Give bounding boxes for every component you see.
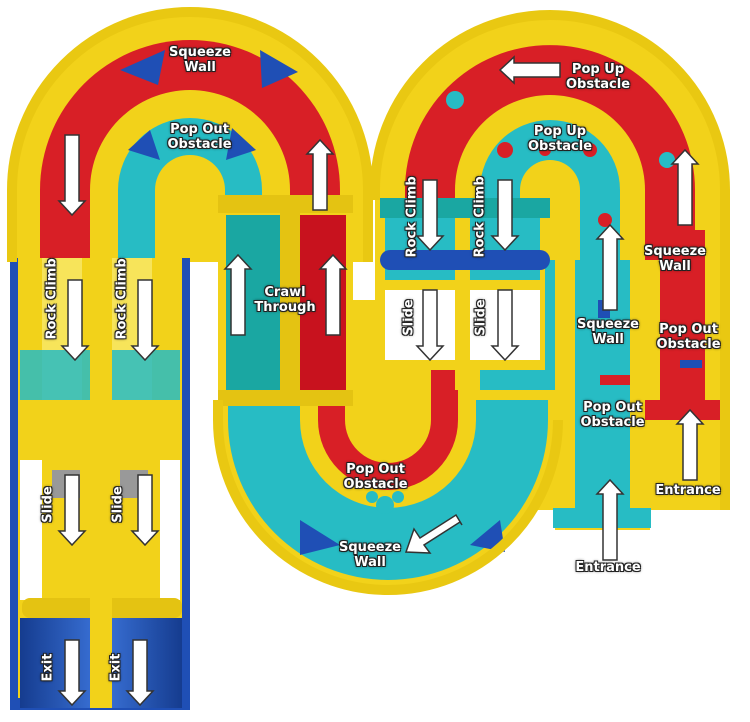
- arrows: [57, 55, 705, 707]
- arrow-up-crawl-1: [223, 253, 253, 336]
- label-pop-out-obstacle-bottom: Pop Out Obstacle: [343, 462, 408, 492]
- label-pop-out-obstacle-top: Pop Out Obstacle: [167, 122, 232, 152]
- label-slide-2: Slide: [110, 486, 126, 523]
- bottom-u: [218, 300, 558, 590]
- arrow-up-center-top: [305, 138, 335, 211]
- label-squeeze-wall-mid: Squeeze Wall: [577, 317, 639, 347]
- arrow-up-entrance-2: [595, 478, 625, 561]
- label-pop-out-obstacle-right: Pop Out Obstacle: [656, 322, 721, 352]
- arrow-up-entrance-1: [675, 408, 705, 481]
- label-rock-climb-2: Rock Climb: [114, 258, 130, 340]
- label-entrance-1: Entrance: [655, 483, 721, 498]
- tube-borders: [6, 7, 730, 595]
- arrow-up-squeeze-mid: [595, 223, 625, 311]
- center-climb-block: [375, 198, 550, 370]
- arrow-down-slide-1: [57, 474, 87, 547]
- label-squeeze-wall-right: Squeeze Wall: [644, 244, 706, 274]
- label-rock-climb-1: Rock Climb: [44, 258, 60, 340]
- arrow-up-squeeze-right: [670, 148, 700, 226]
- label-exit-1: Exit: [40, 653, 56, 682]
- label-exit-2: Exit: [108, 653, 124, 682]
- label-pop-up-obstacle-top: Pop Up Obstacle: [565, 62, 631, 92]
- label-squeeze-wall-bottom: Squeeze Wall: [339, 540, 401, 570]
- arrow-down-rock-climb-4: [490, 179, 520, 252]
- label-slide-1: Slide: [40, 486, 56, 523]
- label-pop-out-obstacle-mid: Pop Out Obstacle: [580, 400, 645, 430]
- arrow-down-rock-climb-2: [130, 279, 160, 362]
- arrow-down-slide-4: [490, 289, 520, 362]
- arrow-down-rock-climb-3: [415, 179, 445, 252]
- label-slide-4: Slide: [473, 299, 489, 336]
- label-entrance-2: Entrance: [575, 560, 641, 575]
- label-pop-up-obstacle-inner: Pop Up Obstacle: [527, 124, 593, 154]
- arrow-up-crawl-2: [318, 253, 348, 336]
- arrow-down-exit-1: [57, 639, 87, 707]
- arrow-down-rock-climb-1: [60, 279, 90, 362]
- arrow-left-pop-up-top: [498, 55, 561, 85]
- arrow-down-slide-3: [415, 289, 445, 362]
- label-squeeze-wall-top: Squeeze Wall: [169, 45, 231, 75]
- label-rock-climb-4: Rock Climb: [472, 176, 488, 258]
- arrow-down-slide-2: [130, 474, 160, 547]
- label-crawl-through: Crawl Through: [254, 285, 316, 315]
- arrow-diagonal-squeeze-bottom: [404, 513, 463, 554]
- arrow-down-left-top: [57, 134, 87, 217]
- left-exit-block: [10, 258, 190, 710]
- label-slide-3: Slide: [401, 299, 417, 336]
- label-rock-climb-3: Rock Climb: [404, 176, 420, 258]
- arrow-down-exit-2: [125, 639, 155, 707]
